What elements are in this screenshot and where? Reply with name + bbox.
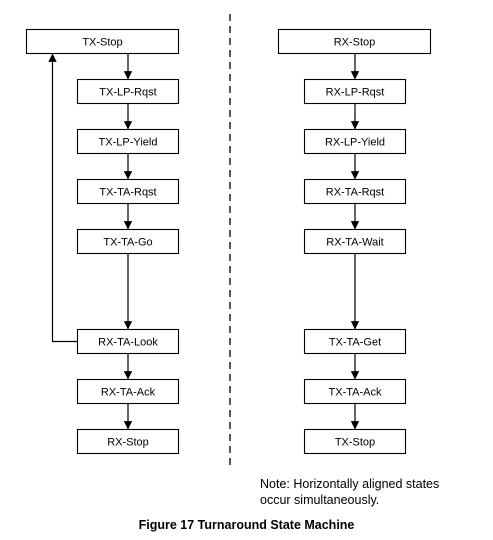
state-rx-tx-ta-get: TX-TA-Get (303, 328, 407, 355)
state-label: TX-LP-Yield (99, 137, 158, 149)
transition-loop-back (48, 53, 78, 343)
state-label: RX-TA-Rqst (326, 187, 384, 199)
state-label: RX-Stop (334, 37, 376, 49)
state-tx-tx-lp-rqst: TX-LP-Rqst (76, 78, 180, 105)
transitions (48, 53, 360, 430)
state-rx-rx-ta-rqst: RX-TA-Rqst (303, 178, 407, 205)
state-tx-tx-stop: TX-Stop (25, 28, 180, 55)
states: TX-StopTX-LP-RqstTX-LP-YieldTX-TA-RqstTX… (25, 28, 432, 455)
state-tx-tx-lp-yield: TX-LP-Yield (76, 128, 180, 155)
note-line-2: occur simultaneously. (260, 493, 380, 507)
state-rx-rx-ta-wait: RX-TA-Wait (303, 228, 407, 255)
state-tx-rx-ta-look: RX-TA-Look (76, 328, 180, 355)
state-tx-rx-ta-ack: RX-TA-Ack (76, 378, 180, 405)
state-label: TX-LP-Rqst (99, 87, 156, 99)
state-label: RX-TA-Look (98, 337, 158, 349)
state-rx-tx-stop: TX-Stop (303, 428, 407, 455)
state-rx-rx-lp-yield: RX-LP-Yield (303, 128, 407, 155)
note-line-1: Note: Horizontally aligned states (260, 477, 440, 491)
state-rx-rx-lp-rqst: RX-LP-Rqst (303, 78, 407, 105)
state-label: TX-TA-Ack (329, 387, 382, 399)
state-rx-tx-ta-ack: TX-TA-Ack (303, 378, 407, 405)
state-tx-tx-ta-rqst: TX-TA-Rqst (76, 178, 180, 205)
figure-caption: Figure 17 Turnaround State Machine (138, 518, 355, 532)
state-label: TX-TA-Go (103, 237, 152, 249)
state-label: TX-TA-Get (329, 337, 381, 349)
state-label: TX-Stop (82, 37, 122, 49)
state-tx-tx-ta-go: TX-TA-Go (76, 228, 180, 255)
diagram-note: Note: Horizontally aligned states occur … (260, 476, 485, 508)
state-label: TX-Stop (335, 437, 375, 449)
state-label: RX-TA-Wait (326, 237, 383, 249)
state-label: RX-LP-Rqst (326, 87, 385, 99)
state-tx-rx-stop: RX-Stop (76, 428, 180, 455)
state-label: RX-TA-Ack (101, 387, 156, 399)
state-rx-rx-stop: RX-Stop (277, 28, 432, 55)
state-label: RX-Stop (107, 437, 149, 449)
state-label: TX-TA-Rqst (99, 187, 156, 199)
state-label: RX-LP-Yield (325, 137, 385, 149)
